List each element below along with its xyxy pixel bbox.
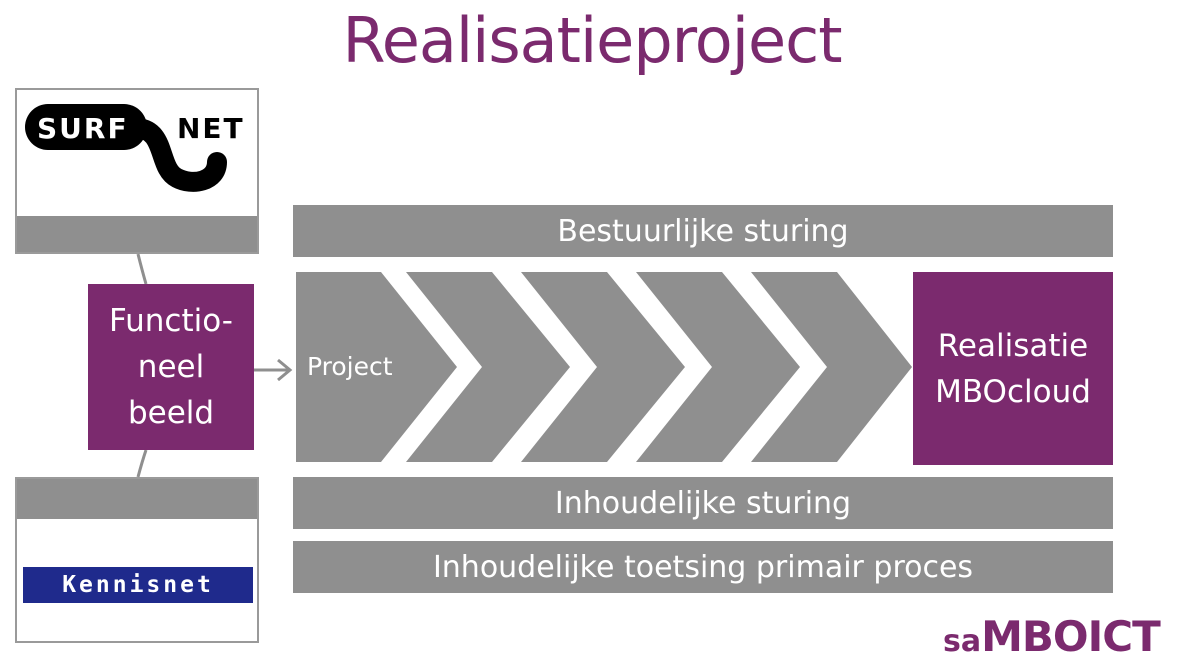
surfnet-right-text: NET bbox=[177, 112, 245, 145]
chevron-5 bbox=[751, 272, 912, 462]
samboict-suffix: ICT bbox=[1087, 612, 1161, 661]
bar-inhoudelijke-toetsing-label: Inhoudelijke toetsing primair proces bbox=[432, 549, 974, 585]
samboict-prefix: sa bbox=[943, 624, 982, 659]
bar-inhoudelijke-sturing: Inhoudelijke sturing bbox=[293, 477, 1113, 529]
surfnet-left-text: SURF bbox=[37, 112, 129, 145]
chevron-4 bbox=[636, 272, 800, 462]
functioneel-beeld-line3: beeld bbox=[127, 395, 215, 431]
kennisnet-gray-band bbox=[17, 479, 257, 519]
realisatie-line1: Realisatie bbox=[937, 327, 1089, 364]
kennisnet-logo: Kennisnet bbox=[23, 567, 253, 603]
bar-inhoudelijke-toetsing: Inhoudelijke toetsing primair proces bbox=[293, 541, 1113, 593]
bar-inhoudelijke-sturing-label: Inhoudelijke sturing bbox=[554, 485, 852, 521]
functioneel-beeld-line2: neel bbox=[137, 349, 205, 385]
surfnet-logo: SURF NET bbox=[25, 104, 245, 192]
realisatie-line2: MBOcloud bbox=[935, 373, 1091, 410]
chevron-1 bbox=[296, 272, 457, 462]
bar-bestuurlijke-sturing: Bestuurlijke sturing bbox=[293, 205, 1113, 257]
kennisnet-logo-text: Kennisnet bbox=[62, 572, 214, 598]
chevron-2 bbox=[406, 272, 570, 462]
functioneel-beeld-line1: Functio- bbox=[109, 303, 233, 339]
kennisnet-logo-box: Kennisnet bbox=[15, 477, 259, 643]
surfnet-gray-band bbox=[17, 216, 257, 252]
page-title: Realisatieproject bbox=[342, 4, 842, 77]
samboict-main: MBO bbox=[981, 612, 1089, 661]
project-label: Project bbox=[307, 352, 393, 381]
arrow-right-icon bbox=[254, 358, 293, 382]
surfnet-logo-box: SURF NET bbox=[15, 88, 259, 254]
realisatie-mbocloud-box: Realisatie MBOcloud bbox=[913, 272, 1113, 465]
chevron-3 bbox=[521, 272, 685, 462]
bar-bestuurlijke-sturing-label: Bestuurlijke sturing bbox=[557, 213, 849, 249]
functioneel-beeld-box: Functio- neel beeld bbox=[88, 284, 254, 450]
samboict-logo: saMBOICT bbox=[943, 612, 1161, 661]
